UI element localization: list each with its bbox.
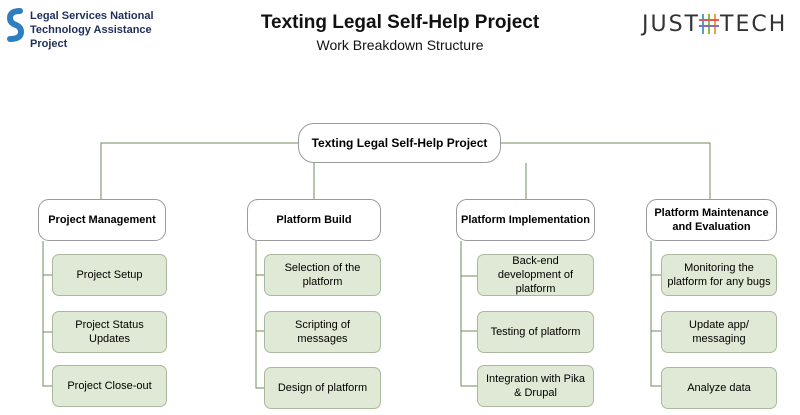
lsntap-logo: Legal Services National Technology Assis… [6, 8, 196, 50]
wbs-task: Project Status Updates [52, 311, 167, 353]
wbs-branch-project-management: Project Management [38, 199, 166, 241]
justtech-logo: JUST TECH [642, 10, 794, 40]
wbs-task: Integration with Pika & Drupal [477, 365, 594, 407]
wbs-task: Project Setup [52, 254, 167, 296]
page-subtitle: Work Breakdown Structure [316, 37, 484, 53]
wbs-task: Testing of platform [477, 311, 594, 353]
wbs-branch-platform-maintenance: Platform Maintenance and Evaluation [646, 199, 777, 241]
wbs-task: Analyze data [661, 367, 777, 409]
wbs-branch-platform-build: Platform Build [247, 199, 381, 241]
wbs-task: Design of platform [264, 367, 381, 409]
wbs-root: Texting Legal Self-Help Project [298, 123, 501, 163]
page-title: Texting Legal Self-Help Project [260, 12, 540, 33]
justtech-logo-tech: TECH [720, 12, 788, 37]
wbs-task: Selection of the platform [264, 254, 381, 296]
wbs-task: Scripting of messages [264, 311, 381, 353]
justtech-hash-icon [699, 14, 719, 34]
wbs-task: Monitoring the platform for any bugs [661, 254, 777, 296]
lsntap-logo-text: Legal Services National Technology Assis… [30, 10, 154, 50]
lsntap-s-mark-icon [6, 8, 24, 42]
justtech-logo-just: JUST [642, 12, 700, 37]
wbs-task: Update app/ messaging [661, 311, 777, 353]
wbs-task: Project Close-out [52, 365, 167, 407]
wbs-task: Back-end development of platform [477, 254, 594, 296]
wbs-branch-platform-implementation: Platform Implementation [456, 199, 595, 241]
